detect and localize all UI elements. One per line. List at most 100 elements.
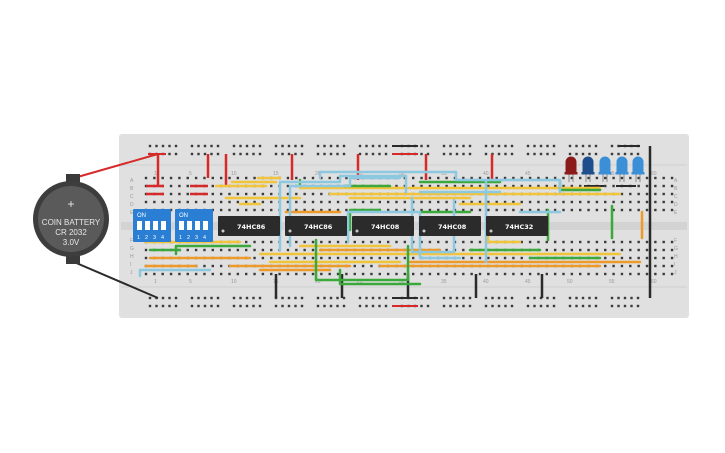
row-letter: F (130, 238, 133, 244)
breadboard-hole (503, 208, 507, 212)
breadboard-hole (148, 144, 152, 148)
breadboard-hole (637, 208, 640, 212)
dip-switch[interactable]: ON 1 2 3 4 (175, 209, 213, 242)
breadboard-hole (570, 200, 574, 204)
breadboard-hole (245, 192, 248, 196)
breadboard-hole (311, 192, 315, 196)
breadboard-hole (287, 304, 291, 308)
breadboard-hole (316, 296, 320, 300)
breadboard-hole (371, 144, 375, 148)
breadboard-hole (570, 240, 574, 244)
row-letter: C (130, 194, 134, 200)
breadboard-hole (287, 152, 291, 156)
breadboard-hole (190, 152, 194, 156)
led[interactable] (598, 156, 612, 183)
dip-switch-toggle[interactable] (145, 221, 150, 230)
breadboard-hole (211, 200, 214, 204)
breadboard-hole (636, 296, 640, 300)
breadboard-hole (365, 144, 368, 148)
breadboard-hole (645, 200, 649, 204)
breadboard-hole (203, 296, 207, 300)
ic-chip[interactable]: 74HC86 (285, 216, 347, 236)
dip-switch-toggle[interactable] (187, 221, 192, 230)
breadboard-hole (581, 152, 585, 156)
breadboard-hole (336, 240, 340, 244)
dip-switch-toggle[interactable] (137, 221, 142, 230)
dip-switch-toggle[interactable] (195, 221, 200, 230)
ic-chip-label: 74HC86 (237, 223, 266, 231)
breadboard-hole (169, 184, 173, 188)
breadboard-hole (636, 152, 640, 156)
breadboard-hole (311, 200, 315, 204)
breadboard-hole (303, 200, 306, 204)
dip-switch-toggle[interactable] (203, 221, 208, 230)
breadboard-hole (442, 304, 446, 308)
ic-chip[interactable]: 74HC86 (218, 216, 280, 236)
breadboard-hole (384, 304, 388, 308)
breadboard-hole (487, 184, 490, 188)
breadboard-hole (174, 296, 178, 300)
breadboard-hole (345, 256, 348, 260)
breadboard-hole (546, 296, 549, 300)
dip-switch-toggle[interactable] (153, 221, 158, 230)
breadboard-hole (323, 152, 326, 156)
breadboard-hole (595, 176, 599, 180)
breadboard-hole (526, 296, 530, 300)
breadboard-hole (252, 304, 255, 308)
breadboard-hole (620, 256, 624, 260)
breadboard-hole (528, 208, 532, 212)
breadboard-hole (478, 184, 482, 188)
breadboard-hole (286, 272, 290, 276)
breadboard-hole (342, 144, 346, 148)
ic-chip[interactable]: 74HC08 (352, 216, 414, 236)
breadboard-hole (286, 200, 290, 204)
breadboard-hole (395, 200, 398, 204)
column-number: 55 (609, 171, 615, 177)
dip-switch-toggle[interactable] (161, 221, 166, 230)
ic-chip[interactable]: 74HC32 (486, 216, 548, 236)
dip-switch-toggle[interactable] (179, 221, 184, 230)
breadboard-hole (520, 184, 523, 188)
ic-chip[interactable]: 74HC08 (419, 216, 481, 236)
dip-switch-number: 2 (145, 235, 148, 241)
led[interactable] (581, 156, 595, 183)
breadboard-hole (637, 264, 640, 268)
dip-switch[interactable]: ON 1 2 3 4 (133, 209, 171, 242)
breadboard-hole (323, 296, 326, 300)
breadboard-hole (462, 272, 465, 276)
breadboard-hole (462, 200, 465, 204)
breadboard-hole (228, 192, 231, 196)
breadboard-hole (552, 296, 556, 300)
breadboard-hole (236, 208, 240, 212)
breadboard-hole (203, 264, 206, 268)
breadboard-hole (470, 200, 473, 204)
battery-wire-negative (73, 261, 159, 299)
breadboard-hole (445, 176, 448, 180)
led[interactable] (615, 156, 629, 183)
breadboard-hole (630, 296, 633, 300)
breadboard-hole (236, 176, 240, 180)
dip-switch-number: 1 (179, 235, 182, 241)
led[interactable] (564, 156, 578, 183)
breadboard-hole (442, 152, 446, 156)
breadboard-hole (253, 176, 256, 180)
breadboard-hole (487, 208, 490, 212)
breadboard-hole (620, 248, 624, 252)
breadboard-hole (386, 240, 390, 244)
breadboard-hole (637, 240, 640, 244)
breadboard-hole (645, 208, 649, 212)
breadboard-hole (629, 256, 632, 260)
breadboard-hole (300, 304, 304, 308)
breadboard-hole (562, 200, 565, 204)
breadboard-hole (161, 176, 164, 180)
breadboard-hole (478, 176, 482, 180)
breadboard-hole (342, 304, 346, 308)
row-letter: C (674, 194, 678, 200)
breadboard-hole (610, 144, 614, 148)
coin-battery[interactable]: + COIN BATTERY CR 2032 3.0V (33, 153, 159, 299)
breadboard-hole (437, 240, 440, 244)
led[interactable] (631, 156, 645, 183)
breadboard-hole (512, 208, 515, 212)
breadboard-hole (253, 256, 256, 260)
breadboard-hole (178, 192, 181, 196)
